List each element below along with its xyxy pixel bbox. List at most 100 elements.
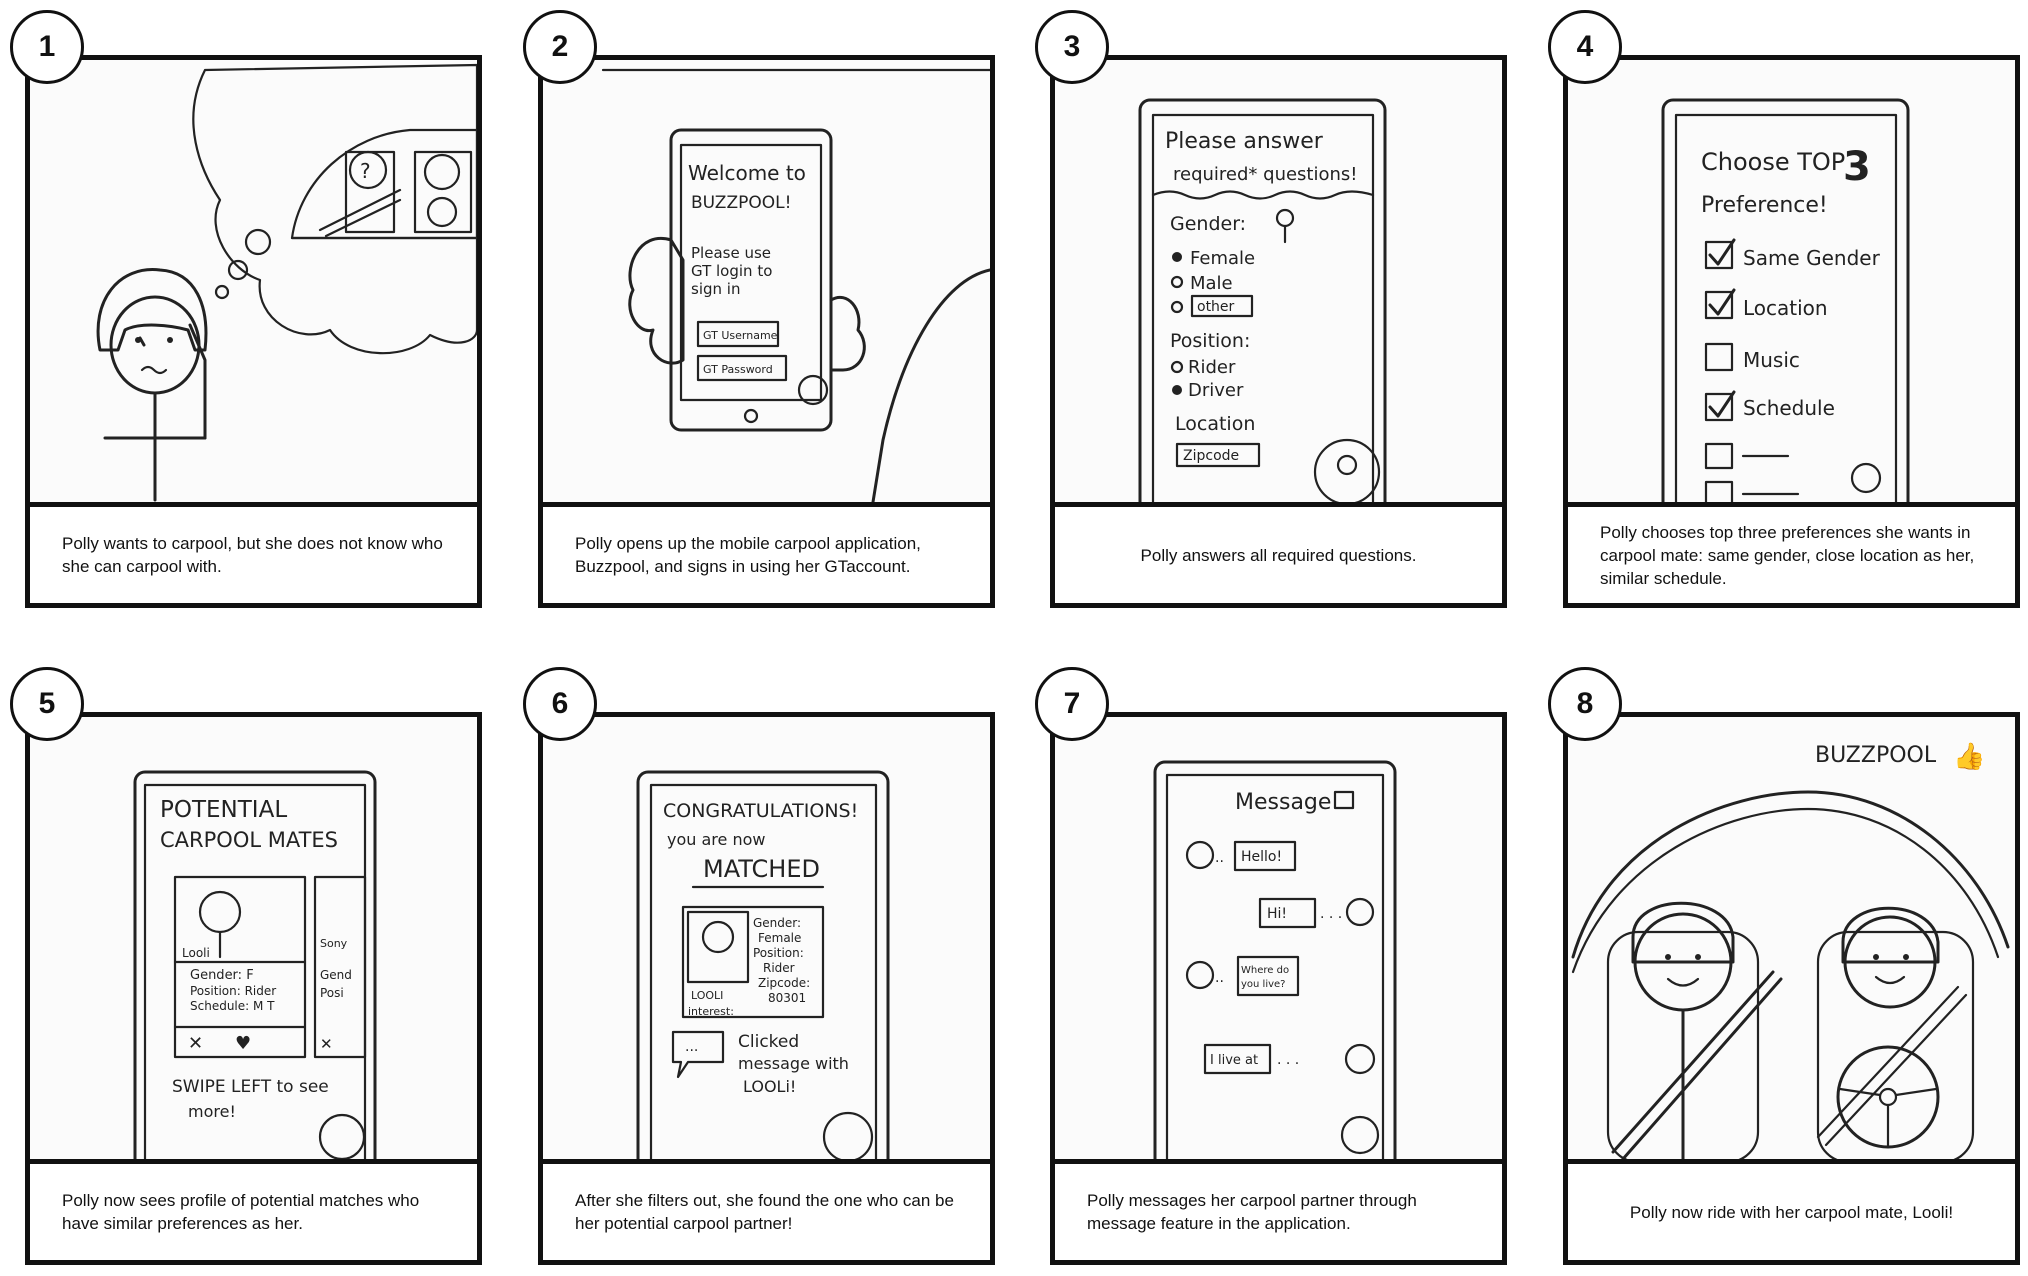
storyboard-panel-8: BUZZPOOL 👍	[1548, 667, 2020, 1265]
svg-text:♥: ♥	[235, 1033, 251, 1054]
svg-text:Zipcode: Zipcode	[1183, 448, 1239, 464]
panel-divider	[538, 1159, 995, 1164]
panel-number-badge: 3	[1035, 10, 1109, 84]
svg-text:Same Gender: Same Gender	[1743, 246, 1881, 270]
panel-sketch: Choose TOP 3 Preference! Same Gender Loc…	[1568, 60, 2015, 502]
storyboard-panel-4: Choose TOP 3 Preference! Same Gender Loc…	[1548, 10, 2020, 608]
svg-text:Gender: F: Gender: F	[190, 968, 254, 983]
panel-sketch: Message .. Hello! Hi! . . . .. Where do …	[1055, 717, 1502, 1159]
svg-text:sign in: sign in	[691, 280, 740, 298]
svg-text:Preference!: Preference!	[1701, 193, 1828, 218]
svg-text:Rider: Rider	[763, 961, 795, 975]
svg-text:Message: Message	[1235, 790, 1331, 815]
storyboard-panel-6: CONGRATULATIONS! you are now MATCHED LOO…	[523, 667, 995, 1265]
svg-text:✕: ✕	[188, 1033, 203, 1054]
svg-text:Sony: Sony	[320, 937, 348, 950]
panel-divider	[1563, 1159, 2020, 1164]
svg-text:Please answer: Please answer	[1165, 129, 1324, 154]
svg-text:Clicked: Clicked	[738, 1032, 799, 1052]
panel-divider	[1563, 502, 2020, 507]
profile-card	[173, 875, 307, 1059]
phone-outline	[669, 128, 833, 432]
thought-cloud	[192, 63, 477, 355]
phone-outline	[1138, 98, 1387, 502]
svg-text:message with: message with	[738, 1054, 849, 1073]
svg-text:interest:: interest:	[688, 1005, 734, 1018]
svg-text:GT Username: GT Username	[703, 329, 778, 342]
svg-text:Where do: Where do	[1241, 965, 1289, 976]
panel-number-badge: 8	[1548, 667, 1622, 741]
svg-text:👍: 👍	[1953, 741, 1985, 772]
svg-text:Location: Location	[1175, 413, 1255, 435]
svg-text:..: ..	[1215, 850, 1224, 866]
svg-text:more!: more!	[188, 1102, 236, 1121]
match-card	[681, 905, 825, 1019]
svg-text:GT login to: GT login to	[691, 262, 772, 280]
polly-hair	[96, 268, 208, 352]
svg-text:GT Password: GT Password	[703, 363, 773, 376]
svg-text:BUZZPOOL: BUZZPOOL	[1815, 743, 1937, 768]
svg-text:Schedule: M T: Schedule: M T	[190, 999, 275, 1013]
phone-outline	[1661, 98, 1910, 502]
svg-text:Male: Male	[1190, 273, 1233, 294]
storyboard-panel-5: POTENTIAL CARPOOL MATES Looli Gender: F …	[10, 667, 482, 1265]
svg-text:CONGRATULATIONS!: CONGRATULATIONS!	[663, 800, 858, 822]
svg-text:required* questions!: required* questions!	[1173, 164, 1358, 185]
panel-number-badge: 7	[1035, 667, 1109, 741]
panel-caption: Polly wants to carpool, but she does not…	[62, 534, 443, 576]
svg-text:Music: Music	[1743, 348, 1800, 372]
svg-text:you live?: you live?	[1241, 979, 1286, 990]
svg-text:other: other	[1197, 299, 1235, 315]
svg-text:Hi!: Hi!	[1267, 906, 1287, 922]
svg-text:Looli: Looli	[182, 946, 210, 960]
svg-text:..: ..	[1215, 970, 1224, 986]
panel-number-badge: 6	[523, 667, 597, 741]
panel-caption: Polly now sees profile of potential matc…	[62, 1191, 420, 1233]
phone-outline	[636, 770, 890, 1159]
panel-number-badge: 4	[1548, 10, 1622, 84]
svg-text:Gender:: Gender:	[1170, 213, 1246, 235]
svg-text:?: ?	[360, 159, 371, 183]
svg-text:CARPOOL MATES: CARPOOL MATES	[160, 828, 338, 852]
svg-text:Hello!: Hello!	[1241, 849, 1282, 865]
storyboard-panel-7: Message .. Hello! Hi! . . . .. Where do …	[1035, 667, 1507, 1265]
panel-number-badge: 1	[10, 10, 84, 84]
svg-text:Female: Female	[1190, 248, 1255, 269]
svg-text:Please use: Please use	[691, 244, 771, 262]
svg-text:LOOLI: LOOLI	[691, 989, 723, 1002]
svg-text:✕: ✕	[320, 1035, 333, 1053]
panel-caption: Polly now ride with her carpool mate, Lo…	[1629, 1202, 1954, 1222]
svg-text:I live at: I live at	[1210, 1053, 1258, 1068]
phone-outline	[133, 770, 377, 1159]
phone-outline	[1153, 760, 1397, 1159]
svg-text:Gend: Gend	[320, 968, 352, 982]
svg-text:Welcome to: Welcome to	[688, 161, 806, 185]
panel-caption: Polly answers all required questions.	[1140, 545, 1417, 565]
panel-caption: Polly opens up the mobile carpool applic…	[575, 534, 921, 576]
panel-caption: After she filters out, she found the one…	[575, 1191, 954, 1233]
svg-text:. . .: . . .	[1320, 906, 1342, 922]
panel-caption: Polly chooses top three preferences she …	[1600, 522, 1975, 588]
svg-text:POTENTIAL: POTENTIAL	[160, 797, 287, 823]
svg-text:Gender:: Gender:	[753, 916, 801, 930]
svg-text:Posi: Posi	[320, 986, 344, 1000]
svg-text:Female: Female	[758, 931, 801, 945]
storyboard-panel-1: ? Polly wants to carpool, but she does n…	[10, 10, 482, 608]
panel-divider	[1050, 1159, 1507, 1164]
panel-number-badge: 5	[10, 667, 84, 741]
panel-sketch: CONGRATULATIONS! you are now MATCHED LOO…	[543, 717, 990, 1159]
svg-text:Zipcode:: Zipcode:	[758, 976, 810, 990]
panel-sketch: ?	[30, 60, 477, 502]
svg-text:BUZZPOOL!: BUZZPOOL!	[691, 193, 791, 213]
svg-text:MATCHED: MATCHED	[703, 855, 820, 883]
panel-number-badge: 2	[523, 10, 597, 84]
svg-text:Driver: Driver	[1188, 380, 1244, 401]
panel-sketch: BUZZPOOL 👍	[1568, 717, 2015, 1159]
svg-text:LOOLi!: LOOLi!	[743, 1077, 796, 1096]
panel-caption: Polly messages her carpool partner throu…	[1087, 1191, 1417, 1233]
svg-text:3: 3	[1843, 144, 1871, 190]
svg-text:SWIPE LEFT to see: SWIPE LEFT to see	[172, 1077, 329, 1097]
svg-text:80301: 80301	[768, 991, 806, 1005]
svg-text:. . .: . . .	[1277, 1052, 1299, 1068]
storyboard-panel-2: Welcome to BUZZPOOL! Please use GT login…	[523, 10, 995, 608]
